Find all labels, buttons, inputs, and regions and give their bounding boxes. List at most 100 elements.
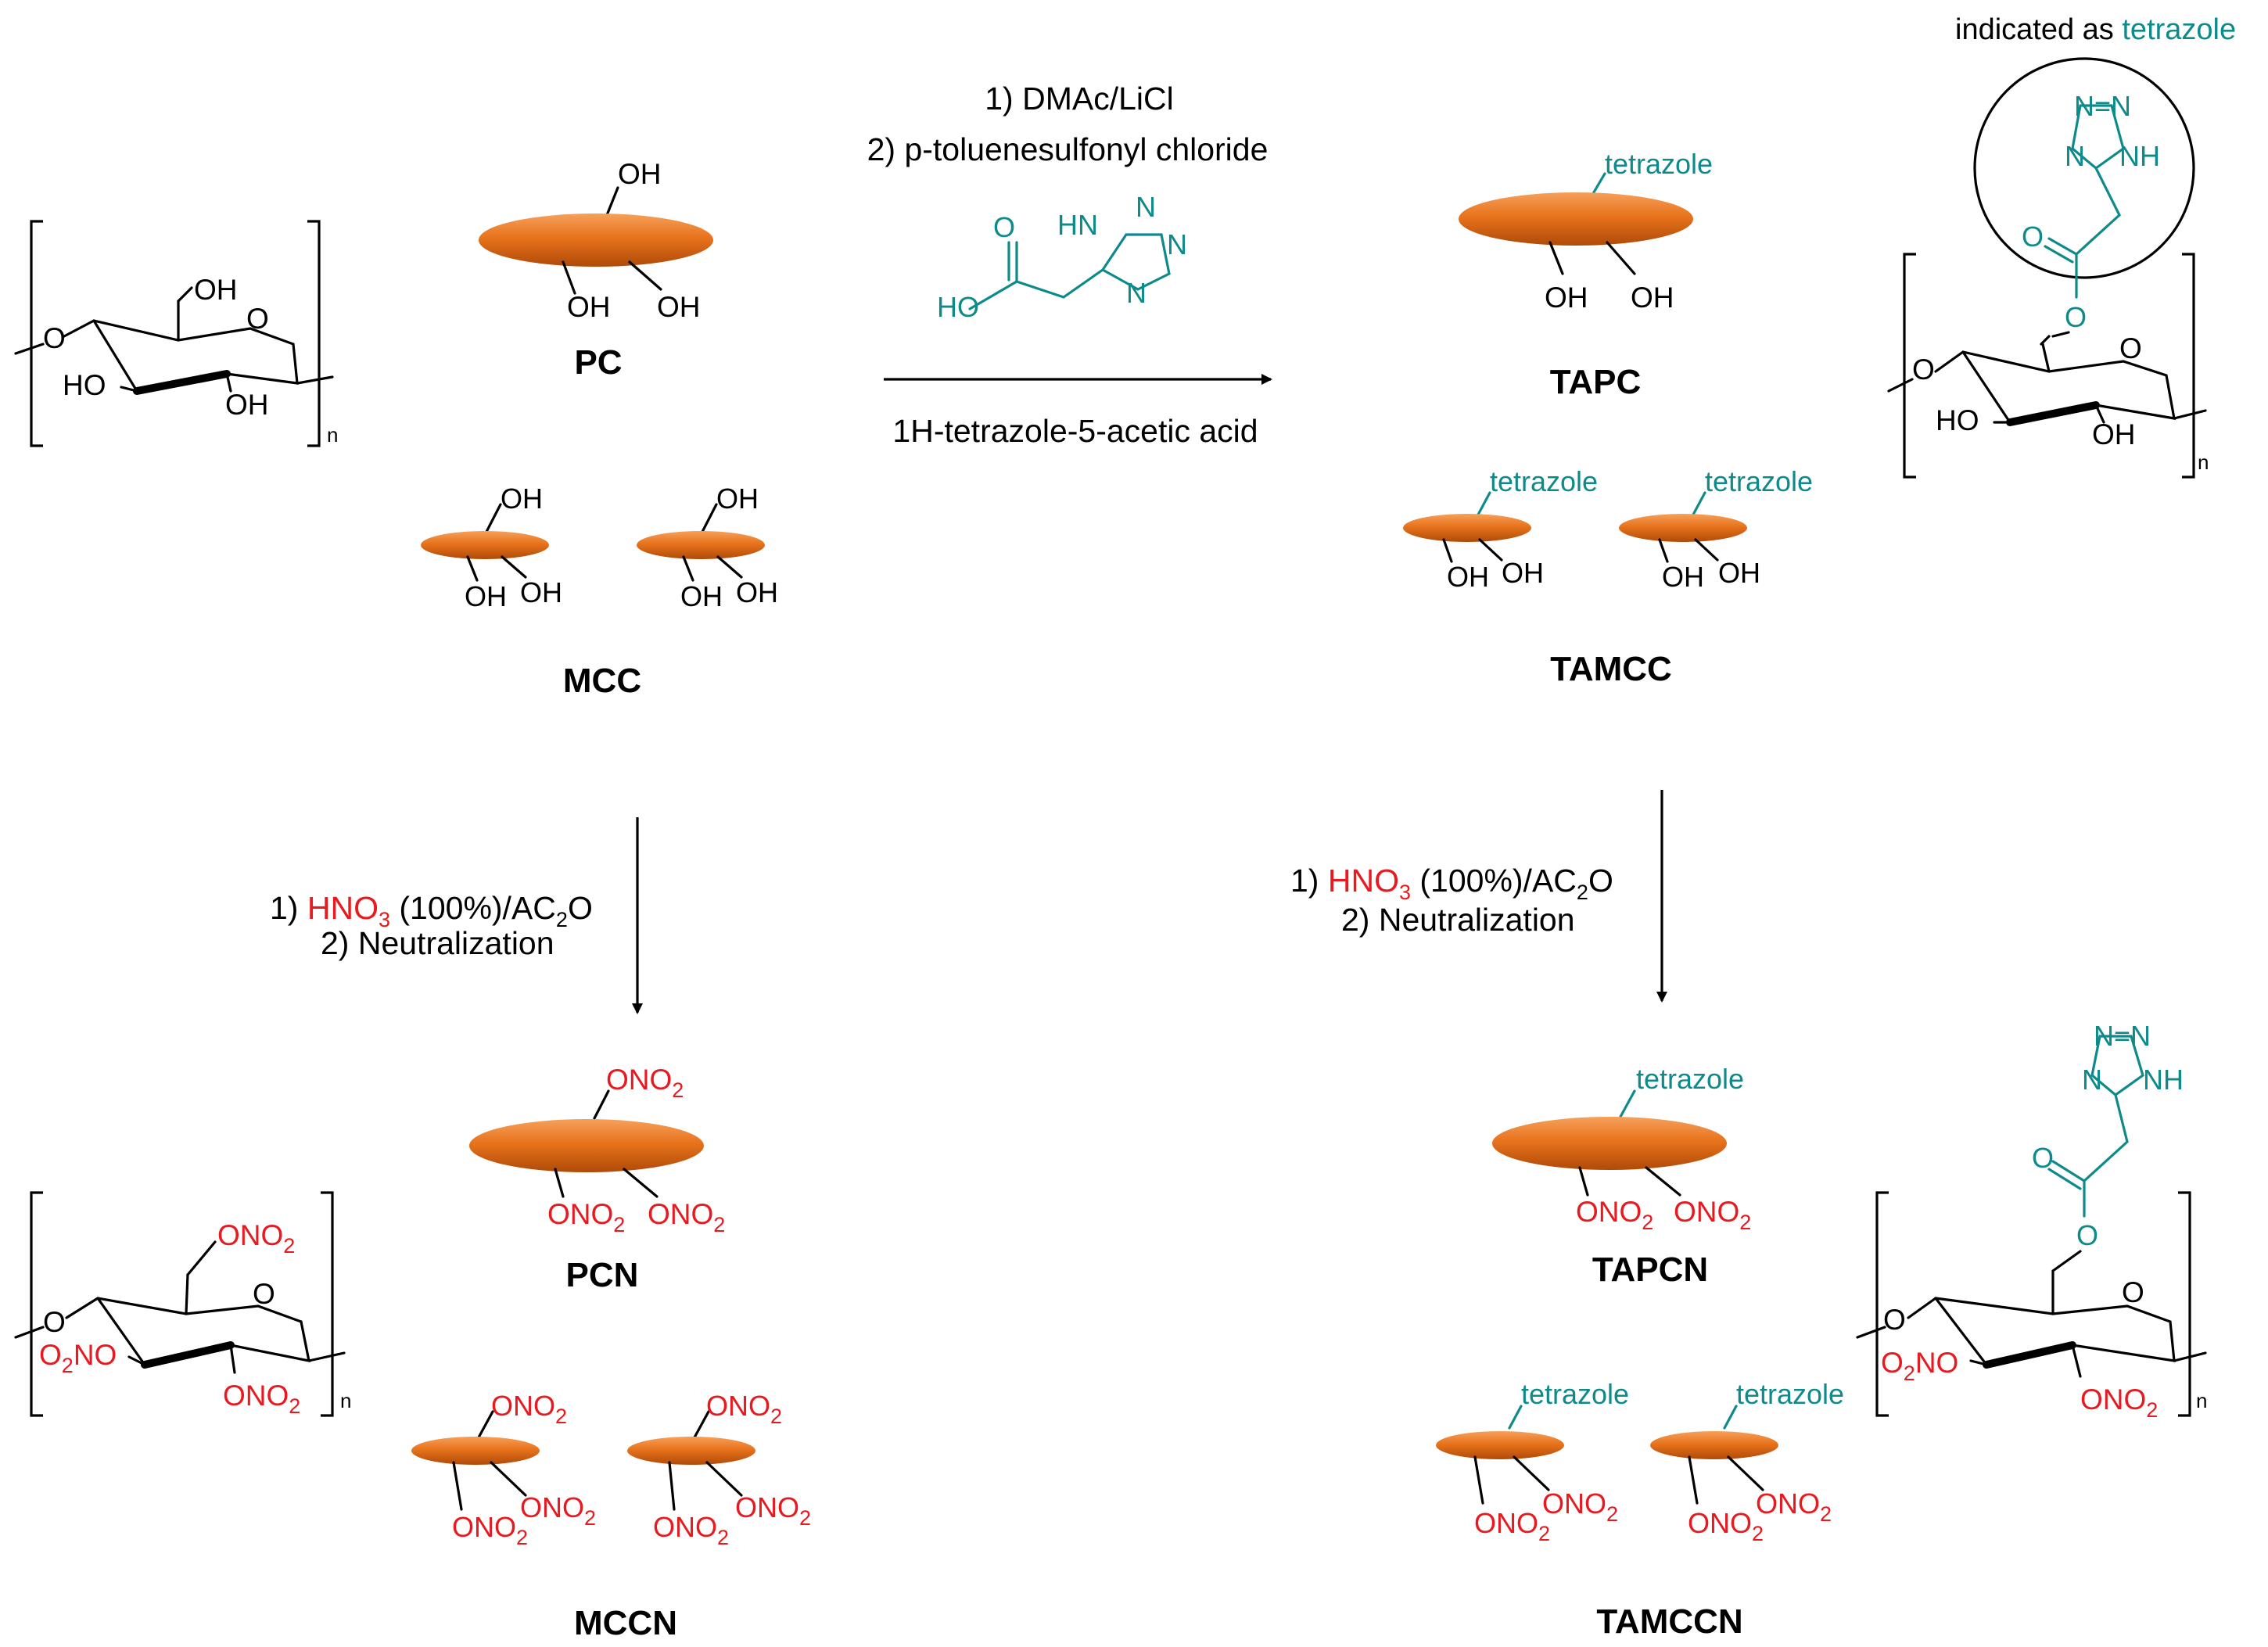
label-mccn: MCCN xyxy=(574,1604,677,1642)
svg-text:OH: OH xyxy=(1447,561,1489,593)
svg-text:O: O xyxy=(2022,221,2044,253)
nitration-left-step1: 1) HNO3 (100%)/AC2O xyxy=(270,890,593,931)
svg-text:OH: OH xyxy=(618,158,662,190)
svg-text:OH: OH xyxy=(1545,282,1588,314)
svg-text:OH: OH xyxy=(1662,561,1704,593)
mccn-particle-1: ONO2 ONO2 ONO2 xyxy=(411,1390,596,1549)
svg-text:ONO2: ONO2 xyxy=(1756,1487,1832,1526)
acid-ho: HO xyxy=(937,291,979,323)
svg-text:ONO2: ONO2 xyxy=(217,1219,295,1258)
tamccn-particle-1: tetrazole ONO2 ONO2 xyxy=(1436,1378,1629,1545)
svg-text:N=N: N=N xyxy=(2074,90,2131,122)
svg-text:O: O xyxy=(253,1278,275,1310)
nitrocellulose-repeat-unit: n O ONO2 O O2NO ONO2 xyxy=(14,1191,351,1418)
svg-text:O2NO: O2NO xyxy=(1881,1347,1958,1385)
svg-text:OH: OH xyxy=(225,389,269,421)
tamcc-particle-2: tetrazole OH OH xyxy=(1619,465,1813,593)
cellulose-repeat-unit: n O OH O HO OH xyxy=(14,220,338,447)
reagent-n1: N xyxy=(1136,191,1156,223)
svg-text:OH: OH xyxy=(465,580,507,612)
svg-text:O: O xyxy=(43,1306,66,1338)
svg-text:O: O xyxy=(1883,1304,1906,1336)
mcc-particle-1: OH OH OH xyxy=(421,483,562,612)
reagent-hn: HN xyxy=(1057,209,1098,241)
svg-text:HO: HO xyxy=(1936,404,1979,436)
tapc-particle: tetrazole OH OH xyxy=(1459,148,1713,314)
svg-text:tetrazole: tetrazole xyxy=(1521,1378,1629,1410)
svg-text:OH: OH xyxy=(501,483,543,515)
svg-text:ONO2: ONO2 xyxy=(648,1198,725,1236)
tetrazole-callout-circle xyxy=(1973,57,2195,279)
svg-text:OH: OH xyxy=(194,274,238,306)
svg-text:O: O xyxy=(2076,1219,2098,1251)
tapcn-repeat-unit: N=N N NH O O n O O O2NO ONO2 xyxy=(1856,1020,2207,1422)
svg-text:ONO2: ONO2 xyxy=(1688,1507,1764,1545)
svg-text:OH: OH xyxy=(736,576,778,608)
svg-text:OH: OH xyxy=(520,576,562,608)
label-pc: PC xyxy=(574,343,622,382)
svg-text:tetrazole: tetrazole xyxy=(1736,1378,1844,1410)
svg-text:ONO2: ONO2 xyxy=(653,1511,729,1549)
svg-text:O: O xyxy=(2122,1276,2144,1308)
reagent-name: 1H-tetrazole-5-acetic acid xyxy=(892,413,1258,449)
svg-text:O: O xyxy=(2119,332,2142,364)
svg-text:O: O xyxy=(2032,1142,2054,1174)
tamccn-particle-2: tetrazole ONO2 ONO2 xyxy=(1650,1378,1844,1545)
svg-text:NH: NH xyxy=(2143,1064,2184,1096)
tamcc-particle-1: tetrazole OH OH xyxy=(1403,465,1598,593)
svg-text:ONO2: ONO2 xyxy=(223,1380,300,1418)
label-tapcn: TAPCN xyxy=(1592,1250,1708,1289)
svg-text:ONO2: ONO2 xyxy=(1474,1507,1550,1545)
svg-text:ONO2: ONO2 xyxy=(491,1390,567,1428)
pcn-particle: ONO2 ONO2 ONO2 xyxy=(469,1064,725,1236)
svg-text:OH: OH xyxy=(1631,282,1674,314)
svg-text:tetrazole: tetrazole xyxy=(1705,465,1813,497)
svg-text:tetrazole: tetrazole xyxy=(1490,465,1598,497)
svg-text:tetrazole: tetrazole xyxy=(1605,148,1713,180)
svg-text:ONO2: ONO2 xyxy=(1576,1196,1653,1234)
svg-text:ONO2: ONO2 xyxy=(452,1511,528,1549)
svg-text:OH: OH xyxy=(657,291,701,323)
svg-text:OH: OH xyxy=(680,580,723,612)
nitration-right-step1: 1) HNO3 (100%)/AC2O xyxy=(1290,863,1613,904)
svg-text:OH: OH xyxy=(716,483,759,515)
svg-text:OH: OH xyxy=(1502,557,1544,589)
svg-text:N=N: N=N xyxy=(2094,1020,2151,1052)
svg-text:ONO2: ONO2 xyxy=(547,1198,625,1236)
label-tapc: TAPC xyxy=(1550,363,1642,401)
svg-text:OH: OH xyxy=(2092,418,2136,450)
svg-text:OH: OH xyxy=(567,291,611,323)
svg-text:n: n xyxy=(340,1389,351,1412)
mccn-particle-2: ONO2 ONO2 ONO2 xyxy=(627,1390,811,1549)
svg-text:n: n xyxy=(327,423,338,447)
svg-text:ONO2: ONO2 xyxy=(1542,1487,1618,1526)
label-tamcc: TAMCC xyxy=(1550,650,1672,688)
svg-text:N: N xyxy=(2065,140,2085,172)
svg-text:ONO2: ONO2 xyxy=(1674,1196,1751,1234)
reagent-n3: N xyxy=(1126,277,1147,309)
tetrazole-acetic-acid-structure: O HO HN N N N xyxy=(937,191,1187,323)
mcc-particle-2: OH OH OH xyxy=(637,483,778,612)
svg-text:ONO2: ONO2 xyxy=(520,1491,596,1530)
svg-text:O2NO: O2NO xyxy=(39,1339,117,1377)
svg-text:O: O xyxy=(2065,301,2087,333)
svg-text:ONO2: ONO2 xyxy=(606,1064,684,1102)
svg-text:n: n xyxy=(2198,450,2209,474)
svg-text:O: O xyxy=(1912,353,1935,386)
svg-text:tetrazole: tetrazole xyxy=(1636,1063,1744,1095)
svg-text:HO: HO xyxy=(63,369,106,401)
pc-particle: OH OH OH xyxy=(479,158,713,323)
callout-text: indicated as tetrazole xyxy=(1955,13,2236,46)
tapcn-particle: tetrazole ONO2 ONO2 xyxy=(1492,1063,1751,1234)
svg-text:NH: NH xyxy=(2119,140,2160,172)
svg-text:ONO2: ONO2 xyxy=(2080,1383,2158,1422)
tapc-repeat-unit: N=N N NH O O n O O HO OH xyxy=(1887,90,2209,479)
nitration-left-step2: 2) Neutralization xyxy=(321,925,554,961)
svg-text:O: O xyxy=(246,303,269,335)
carbonyl-o: O xyxy=(993,211,1015,243)
condition-step2: 2) p-toluenesulfonyl chloride xyxy=(867,131,1269,167)
condition-step1: 1) DMAc/LiCl xyxy=(985,81,1173,117)
svg-text:OH: OH xyxy=(1718,557,1760,589)
label-pcn: PCN xyxy=(566,1256,639,1294)
